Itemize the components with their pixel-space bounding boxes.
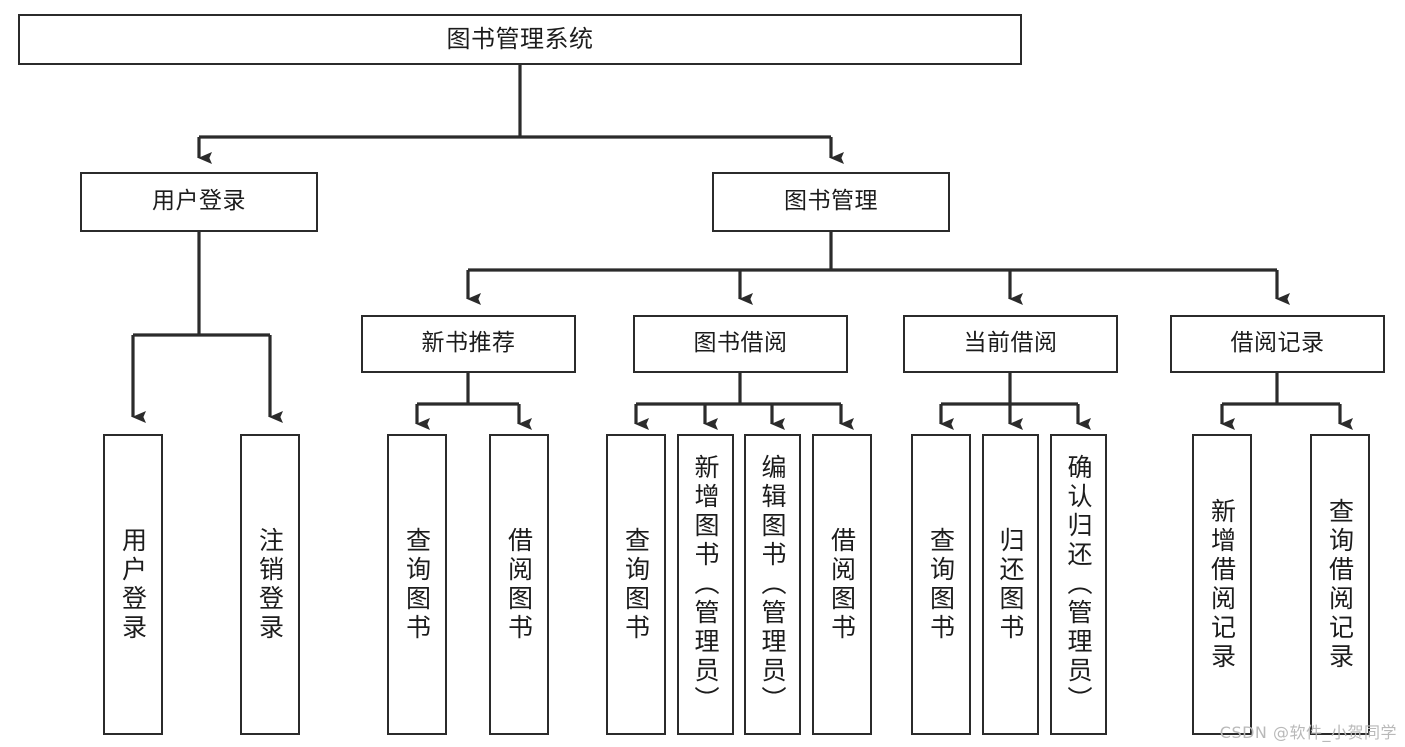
- node-leaf-borrow-book-1-label: 借阅图书: [504, 526, 534, 643]
- node-book-manage[interactable]: 图书管理: [712, 172, 950, 232]
- node-leaf-return-book-label: 归还图书: [996, 526, 1025, 643]
- node-borrow-record[interactable]: 借阅记录: [1170, 315, 1385, 373]
- node-leaf-user-logout[interactable]: 注销登录: [240, 434, 300, 735]
- node-user-login[interactable]: 用户登录: [80, 172, 318, 232]
- node-leaf-query-book-3-label: 查询图书: [926, 526, 956, 643]
- node-leaf-query-record[interactable]: 查询借阅记录: [1310, 434, 1370, 735]
- node-leaf-user-login-label: 用户登录: [118, 526, 148, 643]
- node-leaf-query-book-1-label: 查询图书: [402, 526, 432, 643]
- node-root-label: 图书管理系统: [446, 25, 594, 54]
- node-leaf-user-logout-label: 注销登录: [255, 526, 285, 643]
- node-root[interactable]: 图书管理系统: [18, 14, 1022, 65]
- node-new-book-rec[interactable]: 新书推荐: [361, 315, 576, 373]
- node-leaf-confirm-return[interactable]: 确认归还（管理员）: [1050, 434, 1107, 735]
- node-leaf-query-record-label: 查询借阅记录: [1325, 497, 1355, 672]
- node-leaf-query-book-2-label: 查询图书: [621, 526, 651, 643]
- node-leaf-edit-book-label: 编辑图书（管理员）: [758, 454, 787, 715]
- node-borrow-record-label: 借阅记录: [1230, 330, 1325, 357]
- watermark: CSDN @软件_小贺同学: [1219, 723, 1397, 742]
- node-leaf-return-book[interactable]: 归还图书: [982, 434, 1039, 735]
- node-leaf-edit-book[interactable]: 编辑图书（管理员）: [744, 434, 801, 735]
- node-user-login-label: 用户登录: [152, 188, 246, 215]
- node-leaf-add-book-label: 新增图书（管理员）: [691, 454, 720, 715]
- node-leaf-user-login[interactable]: 用户登录: [103, 434, 163, 735]
- node-book-borrow-label: 图书借阅: [693, 330, 788, 357]
- node-leaf-query-book-1[interactable]: 查询图书: [387, 434, 447, 735]
- node-leaf-borrow-book-2-label: 借阅图书: [827, 526, 857, 643]
- node-leaf-add-record[interactable]: 新增借阅记录: [1192, 434, 1252, 735]
- node-leaf-borrow-book-1[interactable]: 借阅图书: [489, 434, 549, 735]
- node-book-manage-label: 图书管理: [784, 188, 878, 215]
- node-leaf-query-book-2[interactable]: 查询图书: [606, 434, 666, 735]
- node-current-borrow-label: 当前借阅: [963, 330, 1058, 357]
- node-book-borrow[interactable]: 图书借阅: [633, 315, 848, 373]
- node-leaf-confirm-return-label: 确认归还（管理员）: [1064, 454, 1093, 715]
- node-leaf-borrow-book-2[interactable]: 借阅图书: [812, 434, 872, 735]
- node-current-borrow[interactable]: 当前借阅: [903, 315, 1118, 373]
- node-new-book-rec-label: 新书推荐: [421, 330, 516, 357]
- node-leaf-add-book[interactable]: 新增图书（管理员）: [677, 434, 734, 735]
- node-leaf-add-record-label: 新增借阅记录: [1207, 497, 1237, 672]
- node-leaf-query-book-3[interactable]: 查询图书: [911, 434, 971, 735]
